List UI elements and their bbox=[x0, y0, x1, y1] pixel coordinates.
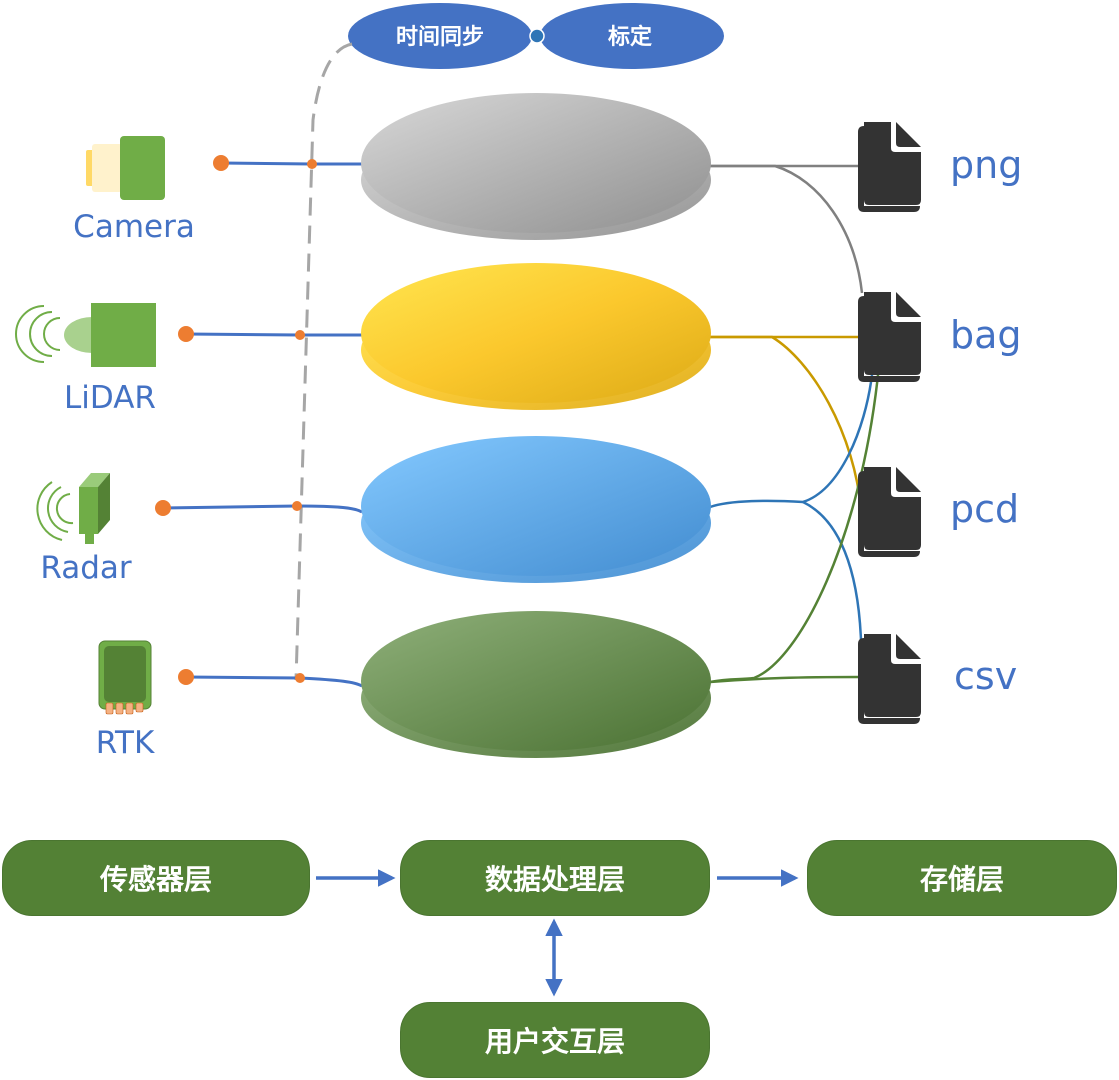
csv-file-icon[interactable] bbox=[858, 634, 921, 724]
camera-bag-link bbox=[710, 164, 864, 294]
processing-layer-label: 数据处理层 bbox=[484, 863, 625, 896]
pcd-file-icon[interactable] bbox=[858, 467, 921, 557]
rtk-link bbox=[185, 675, 363, 688]
processing-layer-box[interactable]: 数据处理层 bbox=[400, 840, 710, 916]
rtk-icon bbox=[98, 640, 152, 715]
radar-csv-link bbox=[802, 500, 863, 641]
png-file-icon[interactable] bbox=[858, 122, 921, 212]
interaction-layer-label: 用户交互层 bbox=[484, 1025, 625, 1058]
storage-layer-box[interactable]: 存储层 bbox=[807, 840, 1117, 916]
rtk-processing-disc[interactable] bbox=[361, 611, 711, 758]
radar-label: Radar bbox=[40, 550, 132, 586]
radar-link bbox=[162, 504, 363, 514]
camera-port-dot bbox=[213, 155, 229, 171]
radar-port-dot bbox=[155, 500, 171, 516]
output-links bbox=[709, 164, 880, 684]
bag-file-icon[interactable] bbox=[858, 292, 921, 382]
lidar-sync-dot bbox=[295, 330, 305, 340]
png-label: png bbox=[950, 143, 1022, 187]
camera-icon bbox=[86, 136, 165, 200]
lidar-label: LiDAR bbox=[64, 380, 156, 416]
camera-link bbox=[220, 161, 362, 166]
lidar-icon bbox=[15, 303, 156, 367]
radar-bag-link bbox=[709, 374, 874, 509]
lidar-port-dot bbox=[178, 326, 194, 342]
calibration-node[interactable]: 标定 bbox=[540, 3, 724, 69]
radar-sync-dot bbox=[292, 501, 302, 511]
lidar-processing-disc[interactable] bbox=[361, 263, 711, 410]
camera-processing-disc[interactable] bbox=[361, 93, 711, 240]
pcd-label: pcd bbox=[950, 487, 1019, 531]
interaction-layer-box[interactable]: 用户交互层 bbox=[400, 1002, 710, 1078]
bag-label: bag bbox=[950, 313, 1022, 357]
rtk-csv-link bbox=[709, 675, 861, 684]
lidar-pcd-link bbox=[710, 335, 864, 518]
sensor-layer-label: 传感器层 bbox=[99, 863, 212, 896]
rtk-label: RTK bbox=[96, 725, 155, 761]
storage-layer-label: 存储层 bbox=[919, 863, 1004, 896]
lidar-link bbox=[185, 332, 362, 337]
camera-label: Camera bbox=[73, 209, 195, 245]
radar-icon bbox=[36, 473, 110, 544]
calibration-label: 标定 bbox=[608, 24, 652, 50]
sync-dashed-line bbox=[294, 42, 353, 681]
camera-sync-dot bbox=[307, 159, 317, 169]
rtk-sync-dot bbox=[295, 673, 305, 683]
connector-dots bbox=[155, 155, 317, 685]
rtk-bag-link bbox=[709, 374, 880, 684]
time-sync-label: 时间同步 bbox=[396, 24, 484, 50]
sensor-layer-box[interactable]: 传感器层 bbox=[2, 840, 310, 916]
csv-label: csv bbox=[954, 654, 1017, 698]
rtk-port-dot bbox=[178, 669, 194, 685]
time-sync-node[interactable]: 时间同步 bbox=[348, 3, 532, 69]
ellipse-junction-dot bbox=[529, 28, 545, 44]
radar-processing-disc[interactable] bbox=[361, 436, 711, 583]
